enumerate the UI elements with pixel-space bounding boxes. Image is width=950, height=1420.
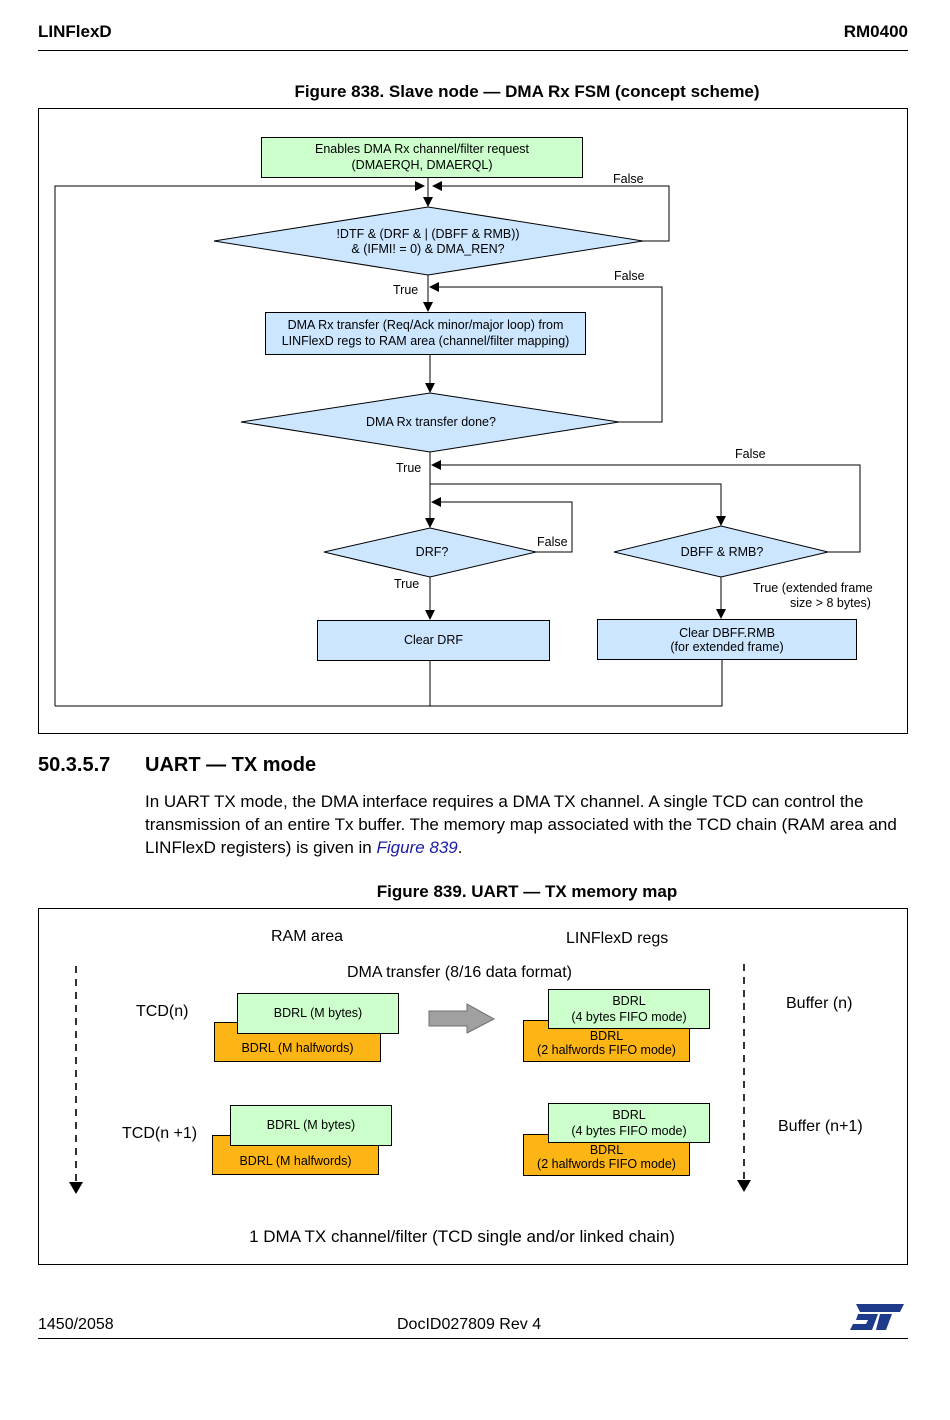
cond1-line-1: !DTF & (DRF & | (DBFF & RMB)): [336, 227, 520, 241]
paragraph-end: .: [457, 838, 463, 857]
dma-rx-transfer-box: DMA Rx transfer (Req/Ack minor/major loo…: [265, 312, 586, 355]
bdrl-fifo4-box-n: BDRL (4 bytes FIFO mode): [548, 989, 710, 1029]
bdrl-fifo4-mode-n: (4 bytes FIFO mode): [571, 1010, 687, 1024]
clear-drf-box: Clear DRF: [317, 620, 550, 661]
dma-transfer-label: DMA transfer (8/16 data format): [347, 964, 572, 981]
figure-838-title: Figure 838. Slave node — DMA Rx FSM (con…: [294, 82, 760, 101]
dbff-rmb-text: DBFF & RMB?: [680, 545, 764, 559]
transfer-done-text: DMA Rx transfer done?: [366, 415, 496, 429]
clear-dbff-box: Clear DBFF.RMB(for extended frame): [597, 619, 857, 660]
bdrl-bytes-label-n1: BDRL (M bytes): [266, 1117, 356, 1132]
st-logo-icon: [850, 1304, 904, 1330]
section-paragraph: In UART TX mode, the DMA interface requi…: [145, 790, 915, 859]
bdrl-fifo4-title-n: BDRL: [612, 994, 646, 1008]
figure-839-arrows: [69, 964, 751, 1194]
bdrl-fifo2-title-n1: BDRL: [589, 1143, 624, 1157]
drf-text: DRF?: [415, 545, 449, 559]
transfer-line-1: DMA Rx transfer (Req/Ack minor/major loo…: [287, 317, 564, 332]
figure-839-link[interactable]: Figure 839: [376, 838, 458, 857]
bdrl-fifo4-title-n1: BDRL: [612, 1108, 646, 1122]
bdrl-bytes-box-n1: BDRL (M bytes): [230, 1105, 392, 1146]
buffer-n-label: Buffer (n): [786, 995, 853, 1012]
bdrl-fifo2-title-n: BDRL: [589, 1029, 624, 1043]
bdrl-bytes-label-n: BDRL (M bytes): [273, 1005, 363, 1020]
clear-drf-label: Clear DRF: [403, 632, 464, 647]
label-false-3: False: [735, 447, 766, 461]
footer-page: 1450/2058: [38, 1316, 114, 1333]
header-rule: [38, 50, 908, 51]
bdrl-fifo4-box-n1: BDRL (4 bytes FIFO mode): [548, 1103, 710, 1143]
label-true-ext-2: size > 8 bytes): [790, 596, 871, 610]
figure-838-frame: [38, 108, 908, 734]
decision-drf: [323, 527, 537, 578]
bdrl-halfwords-label-n: BDRL (M halfwords): [241, 1041, 354, 1056]
right-down-arrowhead: [737, 1180, 751, 1192]
clear-dbff-line-1: Clear DBFF.RMB: [679, 625, 775, 640]
section-title: UART — TX mode: [145, 754, 317, 776]
figure-839-frame: [38, 908, 908, 1265]
label-false-1: False: [613, 172, 644, 186]
ram-area-label: RAM area: [271, 928, 344, 945]
label-false-4: False: [537, 535, 568, 549]
label-true-3: True: [394, 577, 420, 591]
label-true-1: True: [393, 283, 419, 297]
buffer-n1-label: Buffer (n+1): [778, 1118, 863, 1135]
bdrl-fifo2-mode-n: (2 halfwords FIFO mode): [537, 1043, 676, 1057]
tcd-n-label: TCD(n): [136, 1003, 189, 1020]
transfer-line-2: LINFlexD regs to RAM area (channel/filte…: [281, 333, 570, 348]
figure-838-connectors: [54, 178, 861, 707]
dma-transfer-arrow: [428, 1003, 496, 1034]
left-down-arrowhead: [69, 1182, 83, 1194]
enable-line-1: Enables DMA Rx channel/filter request: [315, 141, 529, 156]
decision-transfer-done: [240, 392, 620, 453]
bdrl-bytes-box-n: BDRL (M bytes): [237, 993, 399, 1034]
footer-doc-id: DocID027809 Rev 4: [397, 1316, 542, 1333]
section-number: 50.3.5.7: [38, 754, 111, 776]
clear-dbff-line-2: (for extended frame): [670, 639, 784, 654]
paragraph-text: In UART TX mode, the DMA interface requi…: [145, 792, 897, 857]
label-true-ext-1: True (extended frame: [753, 581, 873, 595]
enable-line-2: (DMAERQH, DMAERQL): [351, 157, 493, 172]
header-left: LINFlexD: [38, 22, 112, 41]
bdrl-halfwords-label-n1: BDRL (M halfwords): [239, 1154, 352, 1169]
cond1-line-2: & (IFMI! = 0) & DMA_REN?: [351, 242, 505, 256]
cond1-text: !DTF & (DRF & | (DBFF & RMB)) & (IFMI! =…: [0, 227, 856, 257]
decision-dma-request: [213, 206, 644, 276]
bdrl-fifo4-mode-n1: (4 bytes FIFO mode): [571, 1124, 687, 1138]
bdrl-fifo2-mode-n1: (2 halfwords FIFO mode): [537, 1157, 676, 1171]
decision-dbff-rmb: [613, 525, 829, 578]
header-right: RM0400: [843, 22, 908, 41]
label-false-2: False: [614, 269, 645, 283]
figure-839-title: Figure 839. UART — TX memory map: [376, 882, 678, 901]
tcd-n1-label: TCD(n +1): [122, 1125, 198, 1142]
figure-839-caption: 1 DMA TX channel/filter (TCD single and/…: [249, 1227, 675, 1246]
footer-rule: [38, 1338, 908, 1339]
enable-dma-box: Enables DMA Rx channel/filter request(DM…: [261, 137, 583, 178]
label-true-2: True: [396, 461, 422, 475]
linflexd-regs-label: LINFlexD regs: [566, 930, 669, 947]
